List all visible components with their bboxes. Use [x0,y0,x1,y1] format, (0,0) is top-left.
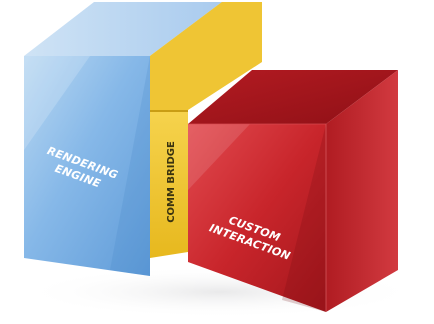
rendering-engine-sheen [24,56,90,150]
custom-interaction-side-face [326,70,398,312]
rendering-engine-sheen-2 [110,56,150,276]
comm-bridge-connector [150,2,262,110]
rendering-engine-block [24,2,222,276]
comm-bridge-front-face [150,110,188,258]
custom-interaction-front-face [188,124,326,312]
rendering-engine-top-face [24,2,222,56]
comm-bridge-label: COMM BRIDGE [166,141,177,223]
comm-bridge-block [150,2,262,258]
comm-bridge-label-text: COMM BRIDGE [166,141,177,223]
custom-interaction-block [188,70,398,312]
custom-interaction-sheen-2 [282,124,326,312]
custom-interaction-sheen [188,124,250,190]
comm-bridge-connector-shade [150,110,188,112]
custom-interaction-top-face [188,70,398,124]
rendering-engine-front-face [24,56,150,276]
